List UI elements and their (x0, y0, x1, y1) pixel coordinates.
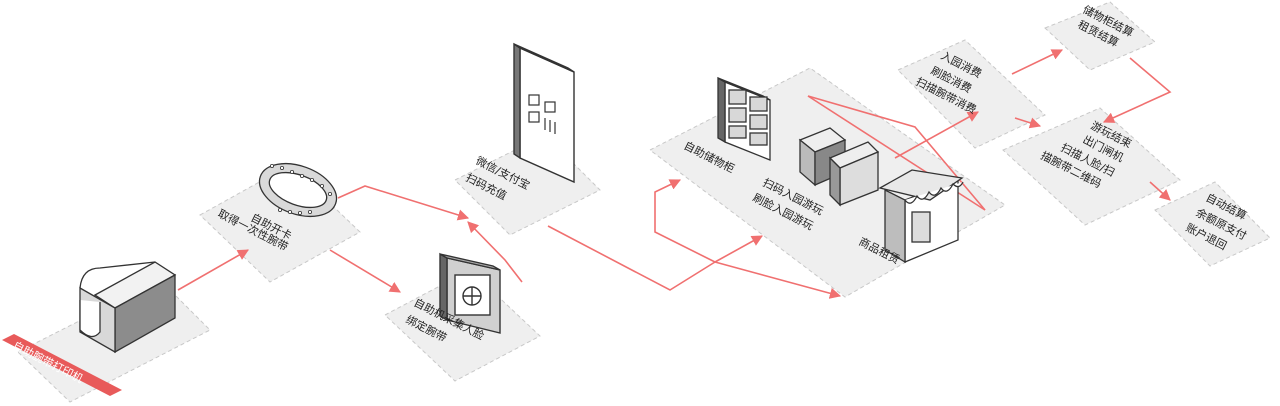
arrow-printer-to-open (177, 249, 249, 291)
arrow-open-to-face (329, 249, 401, 293)
shop-icon (878, 169, 964, 264)
panel-consume (897, 39, 1046, 149)
panel-settle (1044, 1, 1156, 71)
arrow-to-rent (714, 261, 842, 299)
printer-icon (79, 261, 177, 354)
locker-icon (717, 76, 771, 161)
arrow-consume-to-settle (1011, 49, 1064, 75)
face-scanner-icon (439, 252, 501, 334)
turnstile-icon (798, 127, 880, 207)
arrow-to-gate (714, 235, 763, 263)
arrow-settle-to-exit (1102, 57, 1172, 123)
arrow-consume-to-exit (1014, 117, 1042, 129)
flow-arrows (177, 49, 1172, 299)
panel-refund (1154, 181, 1271, 267)
line-wechat-down (547, 225, 716, 291)
wristband-icon (258, 162, 338, 218)
arrow-to-consume (894, 111, 979, 159)
panel-exit (1002, 107, 1181, 226)
phone-icon (513, 42, 575, 184)
arrow-exit-to-refund (1149, 181, 1171, 201)
panels (17, 1, 1271, 403)
arrow-open-to-wechat (337, 185, 470, 221)
arrow-to-locker (654, 179, 716, 263)
line-park-top (807, 95, 986, 211)
arrow-face-to-wechat (467, 221, 523, 283)
